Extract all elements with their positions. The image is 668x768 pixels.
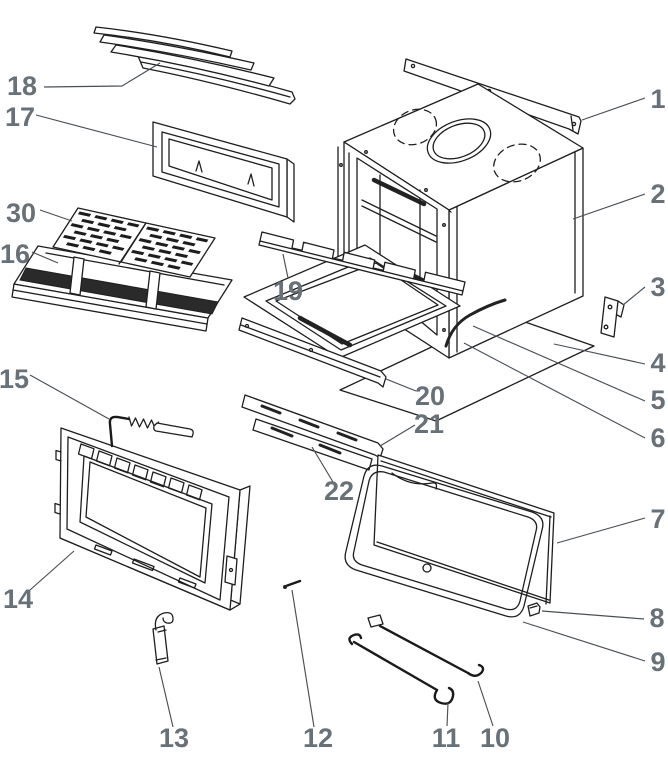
part-rod-flag	[367, 614, 485, 677]
part-latch-hook	[152, 611, 174, 665]
top-hole-left	[392, 108, 438, 146]
leader-1	[581, 97, 646, 121]
part-baffle-panel	[152, 121, 295, 223]
part-bracket	[600, 296, 625, 338]
leader-lines	[29, 62, 646, 728]
part-label-14: 14	[3, 584, 33, 614]
part-label-18: 18	[7, 71, 37, 101]
part-label-10: 10	[480, 723, 510, 753]
leader-8	[541, 610, 645, 620]
part-label-12: 12	[303, 723, 333, 753]
leader-10	[477, 680, 494, 727]
leader-30	[39, 209, 73, 222]
leader-3	[622, 286, 646, 306]
part-notched-bar	[258, 231, 466, 296]
leader-13	[158, 666, 174, 728]
part-label-5: 5	[650, 385, 665, 415]
part-label-2: 2	[650, 179, 665, 209]
leader-21	[379, 424, 416, 447]
leader-22	[311, 446, 334, 483]
leader-17	[35, 114, 158, 148]
part-label-9: 9	[650, 647, 665, 677]
part-front-tube	[444, 298, 507, 348]
part-bar-21	[241, 394, 384, 459]
flue-collar-inner	[432, 122, 486, 160]
part-pin	[283, 579, 302, 589]
part-label-1: 1	[650, 84, 665, 114]
part-top-plate-stack	[93, 26, 296, 105]
part-label-4: 4	[650, 348, 665, 378]
part-rod-hook	[348, 633, 455, 705]
leader-9	[522, 621, 646, 662]
leader-6	[463, 342, 646, 439]
part-label-7: 7	[650, 504, 665, 534]
part-base-pan	[11, 245, 233, 332]
leader-18	[43, 62, 161, 88]
leader-16	[31, 251, 59, 264]
top-hole-right	[493, 143, 541, 183]
part-label-3: 3	[650, 272, 665, 302]
part-gasket-frame	[344, 464, 544, 618]
part-glass-clip	[527, 602, 541, 617]
part-label-22: 22	[324, 476, 354, 506]
leader-4	[553, 343, 646, 365]
part-label-15: 15	[0, 364, 29, 394]
leader-7	[556, 517, 646, 544]
part-label-19: 19	[273, 276, 303, 306]
part-bar-22	[252, 418, 373, 471]
part-glass-panel	[373, 454, 555, 605]
part-label-6: 6	[650, 423, 665, 453]
part-label-11: 11	[432, 723, 461, 753]
leader-11	[446, 702, 449, 727]
leader-12	[291, 589, 315, 728]
door-vents	[77, 443, 203, 501]
part-bar-20	[238, 317, 387, 388]
leader-15	[29, 374, 110, 420]
part-label-13: 13	[159, 723, 189, 753]
part-label-30: 30	[6, 198, 36, 228]
grate-slots-right	[130, 226, 209, 270]
part-label-16: 16	[0, 239, 30, 269]
part-handle	[108, 415, 194, 448]
part-grate	[52, 207, 216, 278]
part-label-20: 20	[415, 381, 445, 411]
flue-collar-outer	[426, 118, 492, 164]
part-door	[54, 427, 251, 611]
leader-19	[282, 253, 289, 279]
leader-20	[385, 378, 417, 392]
part-label-21: 21	[414, 409, 444, 439]
part-label-8: 8	[649, 603, 664, 633]
leader-5	[472, 325, 646, 402]
leader-2	[572, 193, 646, 220]
part-label-17: 17	[5, 102, 35, 132]
callout-labels: 18 17 30 16 15 14 13 12 11 10 1 2 3 4 5 …	[0, 71, 666, 753]
leader-14	[29, 550, 75, 591]
grate-slots-left	[62, 211, 140, 255]
door-latch-plate	[224, 555, 238, 586]
